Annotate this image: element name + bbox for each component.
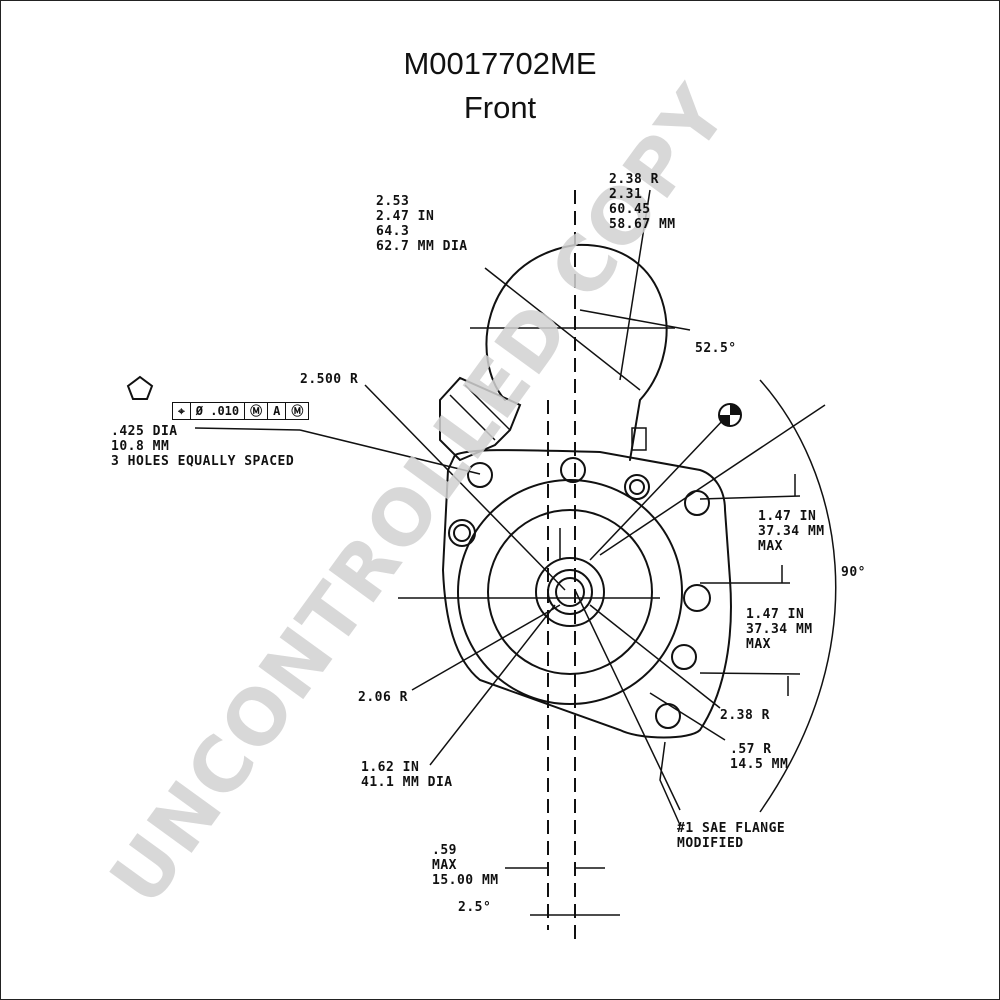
bolt-hole — [448, 519, 476, 547]
bolt-hole — [684, 490, 710, 516]
centerlines — [398, 190, 660, 940]
modifier-icon: Ⓜ — [245, 403, 269, 419]
radius-206-label: 2.06 R — [358, 690, 408, 705]
tolerance-value: Ø .010 — [191, 403, 246, 419]
angle-bottom-label: 2.5° — [458, 900, 492, 915]
mount-radius-label: 2.38 R 2.31 60.45 58.67 MM — [609, 172, 676, 232]
flange-label: #1 SAE FLANGE MODIFIED — [677, 821, 786, 851]
bolt-hole — [467, 462, 493, 488]
datum-letter: A — [268, 403, 287, 419]
pilot-diameter-label: 1.62 IN 41.1 MM DIA — [361, 760, 453, 790]
radius-238-label: 2.38 R — [720, 708, 770, 723]
angle-top-label: 52.5° — [695, 341, 737, 356]
offset-lower-label: 1.47 IN 37.34 MM MAX — [746, 607, 813, 652]
view-title: Front — [463, 90, 537, 125]
bolt-holes — [448, 457, 711, 729]
housing-circles — [457, 479, 683, 705]
bolt-hole — [683, 584, 711, 612]
datum-target-icon — [718, 403, 742, 427]
bolt-hole — [671, 644, 697, 670]
feature-control-frame: ⌖ Ø .010 Ⓜ A Ⓜ — [172, 402, 310, 420]
holes-label: .425 DIA 10.8 MM 3 HOLES EQUALLY SPACED — [111, 424, 295, 469]
outer-diameter-label: 2.53 2.47 IN 64.3 62.7 MM DIA — [376, 194, 468, 254]
dimension-lines — [194, 189, 837, 916]
pentagon-icon — [126, 375, 154, 400]
solenoid-terminal — [439, 376, 647, 462]
bolt-hole — [624, 474, 650, 500]
offset-upper-label: 1.47 IN 37.34 MM MAX — [758, 509, 825, 554]
angle-right-label: 90° — [841, 565, 866, 580]
radius-2500-label: 2.500 R — [300, 372, 359, 387]
tooth-offset-label: .59 MAX 15.00 MM — [432, 843, 499, 888]
radius-57-label: .57 R 14.5 MM — [730, 742, 789, 772]
flange-outline — [441, 449, 732, 739]
bolt-hole — [655, 703, 681, 729]
position-icon: ⌖ — [173, 403, 191, 419]
bolt-hole — [560, 457, 586, 483]
part-number-title: M0017702ME — [403, 46, 597, 81]
datum-modifier-icon: Ⓜ — [291, 404, 304, 418]
